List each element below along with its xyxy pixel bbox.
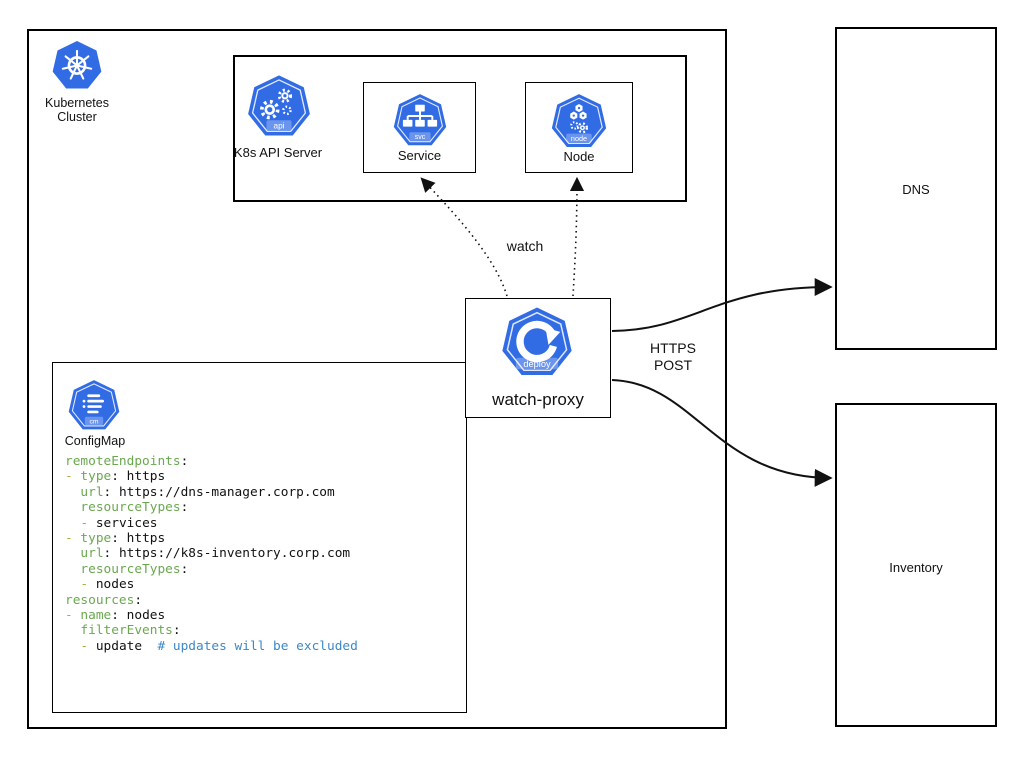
api-server-label: K8s API Server [233, 145, 323, 160]
configmap-icon: cm [68, 380, 120, 430]
node-badge-label: node [571, 134, 587, 143]
cluster-label-line1: Kubernetes [45, 96, 109, 110]
https-post-edge-label: HTTPS POST [650, 340, 696, 373]
api-badge-label: api [273, 121, 284, 130]
configmap-label: ConfigMap [64, 434, 126, 448]
api-server-icon: api [248, 75, 310, 136]
node-icon: node [551, 94, 607, 148]
node-box [525, 82, 633, 173]
service-icon: svc [393, 94, 447, 146]
service-box [363, 82, 476, 173]
configmap-box [52, 362, 467, 713]
watch-edge-label: watch [506, 238, 544, 254]
node-label: Node [563, 149, 595, 164]
service-label: Service [397, 148, 442, 163]
deploy-badge-label: deploy [523, 359, 551, 369]
configmap-yaml-code: remoteEndpoints:- type: https url: https… [65, 454, 358, 654]
inventory-box [835, 403, 997, 727]
configmap-badge-label: cm [90, 419, 99, 426]
deploy-icon: deploy [502, 307, 572, 375]
dns-label: DNS [902, 182, 930, 197]
kubernetes-cluster-box [27, 29, 727, 729]
dns-box [835, 27, 997, 350]
kubernetes-logo-icon [52, 41, 102, 89]
cluster-label: Kubernetes Cluster [27, 96, 127, 125]
service-badge-label: svc [415, 134, 426, 141]
inventory-label: Inventory [889, 560, 943, 575]
cluster-label-line2: Cluster [57, 110, 97, 125]
watch-proxy-label: watch-proxy [492, 390, 584, 409]
